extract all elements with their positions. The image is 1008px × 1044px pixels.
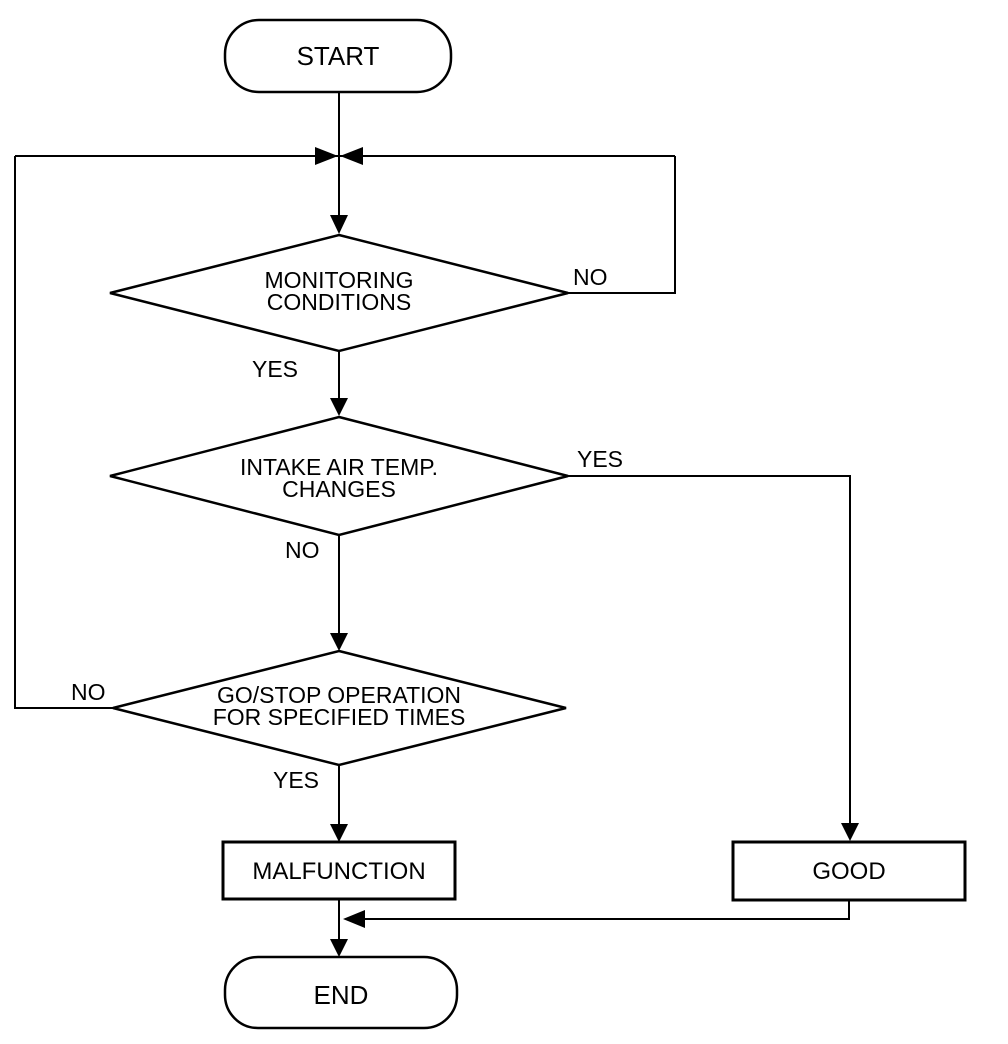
junction-left-arrowhead-icon xyxy=(315,147,338,165)
arrowhead-into-monitoring-icon xyxy=(330,215,348,234)
good-process-shape xyxy=(731,840,967,902)
edge-label-intake-yes: YES xyxy=(577,446,623,472)
connectors xyxy=(14,92,851,940)
arrowhead-good-join-icon xyxy=(343,910,365,928)
monitoring-decision-node: MONITORING CONDITIONS xyxy=(109,233,569,353)
start-node: START xyxy=(223,18,453,94)
edge-monitoring-no-loop xyxy=(568,156,676,294)
end-node: END xyxy=(223,955,459,1030)
arrowhead-into-intake-icon xyxy=(330,398,348,416)
end-terminator-shape xyxy=(223,955,459,1030)
arrowhead-into-gostop-icon xyxy=(330,633,348,651)
malfunction-process-shape xyxy=(221,840,457,901)
monitoring-decision-shape xyxy=(109,233,569,353)
monitoring-label-line1: MONITORING xyxy=(264,267,413,293)
end-label: END xyxy=(314,980,369,1010)
edge-labels: NO YES YES NO NO YES xyxy=(71,264,623,793)
arrowhead-into-good-icon xyxy=(841,823,859,841)
malfunction-process-node: MALFUNCTION xyxy=(221,840,457,901)
edge-label-gostop-yes: YES xyxy=(273,767,319,793)
malfunction-label: MALFUNCTION xyxy=(252,858,425,885)
edge-intake-yes xyxy=(568,475,851,824)
arrowheads xyxy=(315,147,859,957)
start-terminator-shape xyxy=(223,18,453,94)
gostop-decision-shape xyxy=(112,649,567,767)
edge-label-monitoring-no: NO xyxy=(573,264,608,290)
good-label: GOOD xyxy=(812,858,885,885)
intake-decision-node: INTAKE AIR TEMP. CHANGES xyxy=(109,415,569,537)
intake-label-line1: INTAKE AIR TEMP. xyxy=(240,454,438,480)
arrowhead-into-end-icon xyxy=(330,939,348,957)
gostop-decision-node: GO/STOP OPERATION FOR SPECIFIED TIMES xyxy=(112,649,567,767)
edge-good-join xyxy=(363,900,850,920)
arrowhead-into-malfunction-icon xyxy=(330,824,348,842)
edge-gostop-no-loop xyxy=(14,156,113,709)
monitoring-label-line2: CONDITIONS xyxy=(267,289,411,315)
gostop-label-line2: FOR SPECIFIED TIMES xyxy=(213,704,466,730)
edge-label-gostop-no: NO xyxy=(71,679,106,705)
intake-decision-shape xyxy=(109,415,569,537)
edge-label-intake-no: NO xyxy=(285,537,320,563)
edge-label-monitoring-yes: YES xyxy=(252,356,298,382)
junction-right-arrowhead-icon xyxy=(340,147,363,165)
gostop-label-line1: GO/STOP OPERATION xyxy=(217,682,461,708)
good-process-node: GOOD xyxy=(731,840,967,902)
start-label: START xyxy=(297,41,380,71)
intake-label-line2: CHANGES xyxy=(282,476,396,502)
